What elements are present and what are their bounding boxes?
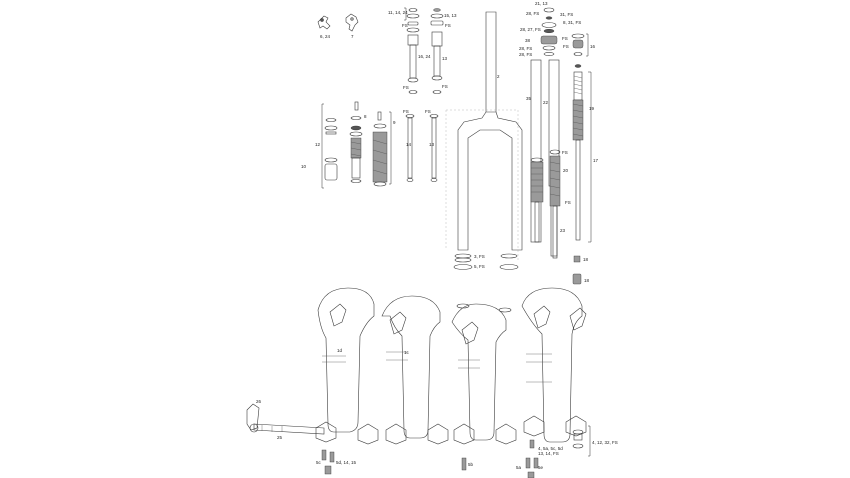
label-17: 17 [593, 158, 599, 163]
label-11-14-24: 11, 14, 24 [388, 10, 408, 15]
label-14: 14 [406, 142, 412, 147]
label-28-fs: 28, FS [526, 11, 539, 16]
part-1d-lower-leg [317, 287, 375, 433]
label-13-a: 13 [442, 56, 448, 61]
label-28-27-fs: 28, 27, FS [520, 27, 541, 32]
part-damper-left [407, 34, 419, 94]
part-1c-lower-leg [381, 295, 441, 439]
part-8-cartridge [349, 101, 363, 183]
part-4-bracket [572, 429, 584, 449]
label-fs-i: FS [562, 150, 568, 155]
part-damper-right [431, 31, 443, 94]
label-fs-b: FS [445, 23, 451, 28]
part-crown-bolts [456, 303, 512, 313]
label-4-12: 4, 12, 32, FS [592, 440, 618, 445]
label-19: 19 [589, 106, 595, 111]
label-16-24: 16, 24 [418, 54, 431, 59]
label-4-group: 4, 5a, 5c, 5d [538, 446, 563, 451]
part-18-a [573, 255, 581, 263]
label-25: 25 [277, 435, 283, 440]
label-15-13: 15, 13 [444, 13, 457, 18]
label-28-fs-c: 28, FS [519, 52, 532, 57]
label-9: 9 [393, 120, 396, 125]
label-28-fs-b: 28, FS [519, 46, 532, 51]
label-1d: 1d [337, 348, 343, 353]
part-13-shaft [429, 114, 439, 182]
part-18-b [572, 273, 582, 285]
part-bottom-bolts [321, 439, 539, 478]
label-4-group-2: 13, 14, FS [538, 451, 559, 456]
label-18b: 18 [584, 278, 590, 283]
label-8-31-fs: 8, 31, FS [563, 20, 581, 25]
label-fs-a: FS [402, 23, 408, 28]
part-2-crown-steerer [457, 11, 523, 251]
label-21-13: 21, 13 [535, 1, 548, 6]
part-top-cap-left [406, 8, 420, 33]
label-8: 8 [364, 114, 367, 119]
label-2: 2 [497, 74, 500, 79]
guide-lines [445, 109, 519, 260]
part-35-tube [530, 59, 542, 243]
part-12-cartridge-left [324, 118, 338, 181]
label-23: 23 [560, 228, 566, 233]
label-22: 22 [543, 100, 549, 105]
label-1c: 1c [404, 350, 410, 355]
part-23-rod [549, 149, 561, 259]
label-5b: 5b [468, 462, 474, 467]
part-6-lever [317, 15, 331, 30]
label-fs-g: FS [403, 109, 409, 114]
part-19-spring [572, 64, 584, 241]
label-38: 38 [525, 38, 531, 43]
label-7: 7 [351, 34, 354, 39]
label-31-fs: 31, FS [560, 12, 573, 17]
part-26-axle-lever [246, 403, 260, 433]
label-13-b: 13 [429, 142, 435, 147]
part-dropouts [315, 415, 587, 445]
part-top-cap-right [430, 8, 444, 26]
label-5-fs: 5, FS [474, 264, 485, 269]
label-fs-c: FS [403, 85, 409, 90]
part-14-shaft [405, 114, 415, 182]
label-35: 35 [526, 96, 532, 101]
part-1b-lower-leg [451, 303, 507, 441]
part-20-damper [530, 157, 544, 243]
label-5e: 5e [538, 465, 544, 470]
label-fs-e: FS [562, 36, 568, 41]
label-16: 16 [590, 44, 596, 49]
label-5a: 5a [516, 465, 522, 470]
label-12: 12 [315, 142, 321, 147]
part-air-cap-stack [540, 7, 558, 56]
part-1a-lower-leg [521, 287, 587, 443]
label-26: 26 [256, 399, 262, 404]
label-fs-j: FS [565, 200, 571, 205]
label-5c: 5c [316, 460, 322, 465]
label-20: 20 [563, 168, 569, 173]
part-25-axle [253, 423, 325, 435]
part-3-bushing [454, 253, 518, 263]
label-5d-14-15: 5d, 14, 15 [336, 460, 357, 465]
label-fs-h: FS [425, 109, 431, 114]
part-5-bushing [453, 264, 519, 270]
label-fs-f: FS [563, 44, 569, 49]
label-18: 18 [583, 257, 589, 262]
label-3-fs: 3, FS [474, 254, 485, 259]
part-7-lever [345, 13, 359, 32]
label-fs-d: FS [442, 84, 448, 89]
part-16-cap [571, 33, 585, 56]
label-10: 10 [301, 164, 307, 169]
label-6-24: 6, 24 [320, 34, 331, 39]
part-9-cartridge [372, 111, 388, 187]
